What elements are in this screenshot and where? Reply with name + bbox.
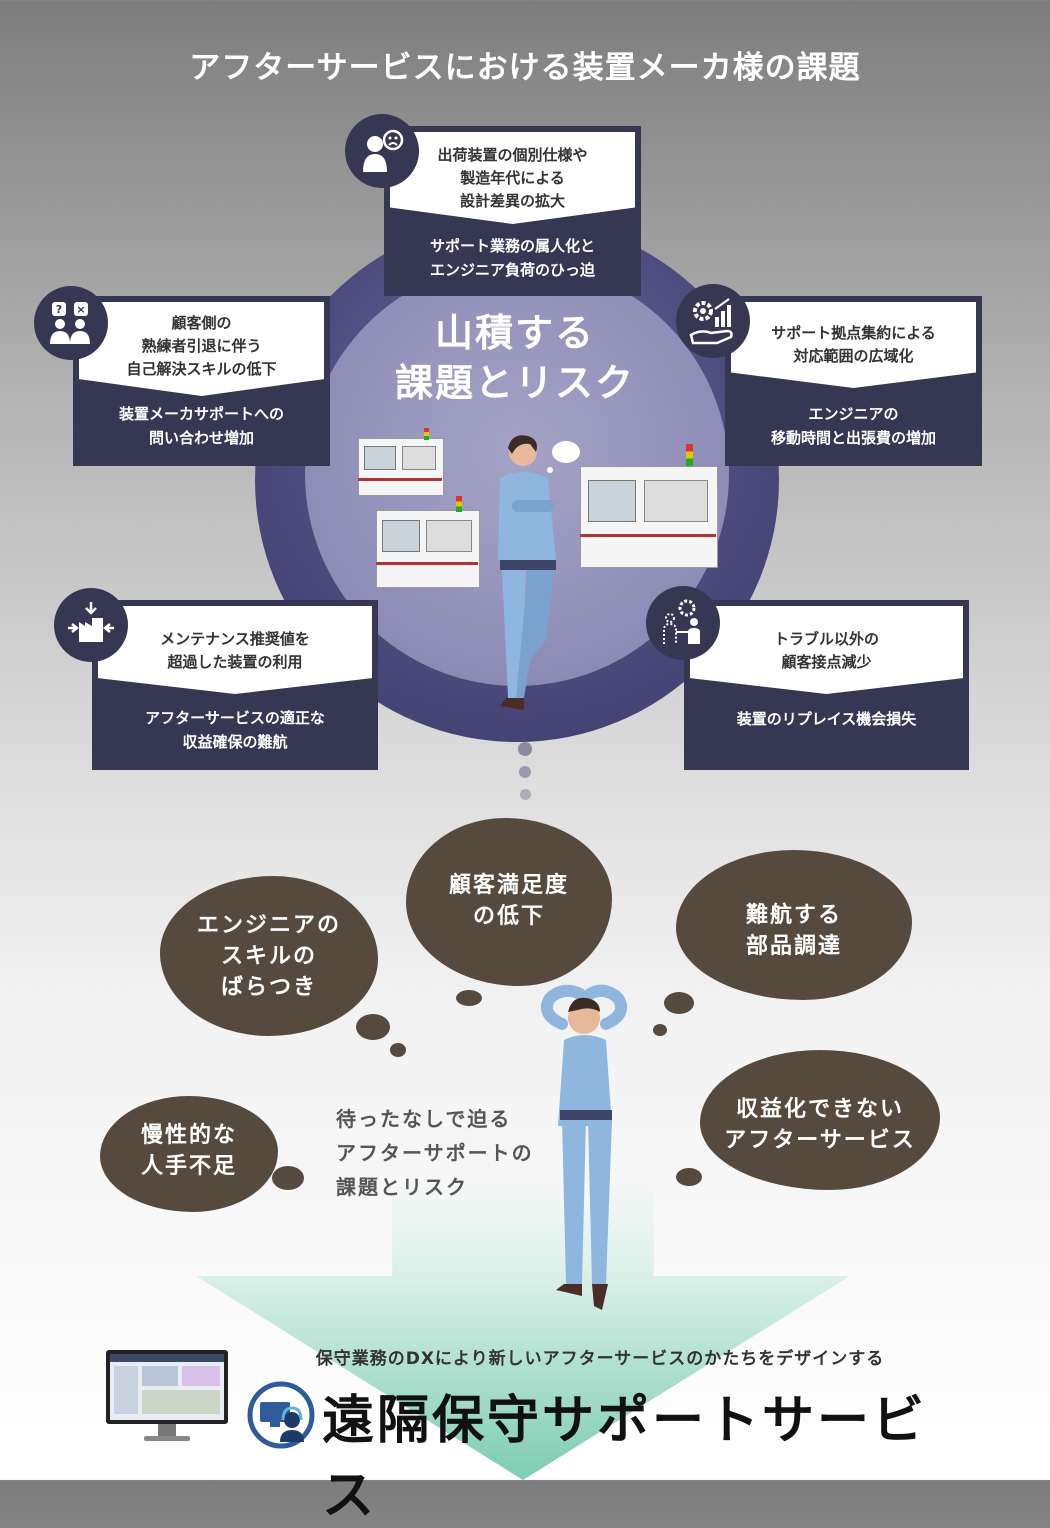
page-title: アフターサービスにおける装置メーカ様の課題 [189, 50, 861, 86]
bubble-tail-dot [664, 992, 694, 1014]
effect-line: エンジニア負荷のひっ迫 [429, 261, 595, 279]
issue-card-cause: 顧客側の 熟練者引退に伴う 自己解決スキルの低下 [79, 302, 324, 396]
effect-line: アフターサービスの適正な [145, 709, 325, 727]
bubble-line: アフターサービス [724, 1128, 916, 1153]
worried-engineer-icon [345, 114, 419, 188]
central-statement: 待ったなしで迫る アフターサポートの 課題とリスク [336, 1102, 566, 1204]
issue-card-wide-area: サポート拠点集約による 対応範囲の広域化 エンジニアの 移動時間と出張費の増加 [725, 296, 982, 466]
gear-growth-hand-icon [676, 284, 750, 358]
people-gear-icon [646, 586, 720, 660]
connector-dot [520, 789, 531, 800]
cause-line: 超過した装置の利用 [167, 653, 303, 671]
bubble-tail-dot [456, 990, 482, 1006]
issue-card-fewer-contacts: トラブル以外の 顧客接点減少 装置のリプレイス機会損失 [684, 600, 969, 770]
cause-line: 設計差異の拡大 [459, 192, 565, 210]
thought-bubble-parts-procurement: 難航する 部品調達 [676, 850, 912, 1000]
bubble-line: エンジニアの [196, 913, 341, 938]
issue-card-cause: トラブル以外の 顧客接点減少 [690, 606, 963, 694]
statement-line: 待ったなしで迫る [336, 1107, 512, 1131]
bubble-tail-dot [272, 1166, 304, 1190]
issue-card-effect: サポート業務の属人化と エンジニア負荷のひっ迫 [384, 234, 641, 282]
issue-card-effect: 装置メーカサポートへの 問い合わせ増加 [73, 402, 330, 450]
issue-card-effect: アフターサービスの適正な 収益確保の難航 [92, 706, 378, 754]
brand-name: 遠隔保守サポートサービス [322, 1391, 928, 1526]
cause-line: 顧客接点減少 [781, 653, 872, 671]
issue-card-effect: 装置のリプレイス機会損失 [684, 707, 969, 731]
svg-text:×: × [76, 303, 85, 316]
tagline: 保守業務のDXにより新しいアフターサービスのかたちをデザインする [315, 1349, 885, 1369]
statement-line: アフターサポートの [336, 1141, 534, 1165]
bubble-line: 顧客満足度 [448, 873, 569, 898]
issue-card-cause: メンテナンス推奨値を 超過した装置の利用 [98, 606, 372, 694]
dashboard-monitor-image [106, 1350, 230, 1442]
center-title: 山積する 課題とリスク [360, 308, 670, 408]
confused-people-icon: ?× [34, 286, 108, 360]
cause-line: 顧客側の [171, 314, 232, 332]
connector-dot [518, 742, 532, 756]
effect-line: サポート業務の属人化と [429, 237, 595, 255]
issue-card-cause: 出荷装置の個別仕様や 製造年代による 設計差異の拡大 [390, 132, 635, 224]
center-title-line2: 課題とリスク [394, 361, 635, 405]
bubble-line: 人手不足 [140, 1154, 237, 1179]
svg-text:?: ? [56, 303, 62, 316]
bubble-tail-dot [356, 1014, 390, 1040]
worried-engineer-illustration [541, 984, 627, 1310]
bubble-tail-dot [653, 1024, 667, 1036]
cause-line: 製造年代による [460, 169, 565, 187]
remote-support-logo-icon [247, 1381, 315, 1449]
machine-illustration-2 [376, 496, 480, 588]
cause-line: サポート拠点集約による [771, 324, 936, 342]
issue-card-effect: エンジニアの 移動時間と出張費の増加 [725, 402, 982, 450]
bubble-line: ばらつき [220, 975, 317, 1000]
thought-bubble-monetization: 収益化できない アフターサービス [700, 1050, 940, 1190]
bubble-tail-dot [390, 1043, 406, 1057]
cause-line: メンテナンス推奨値を [160, 630, 310, 648]
cause-line: 自己解決スキルの低下 [126, 360, 277, 378]
center-title-line1: 山積する [434, 311, 595, 355]
cause-line: トラブル以外の [773, 630, 879, 648]
thought-bubble-engineer-skill: エンジニアの スキルの ばらつき [160, 876, 378, 1036]
bubble-line: 慢性的な [140, 1123, 237, 1148]
cause-line: 対応範囲の広域化 [793, 347, 914, 365]
effect-line: 装置のリプレイス機会損失 [736, 710, 917, 728]
bubble-line: 収益化できない [735, 1097, 904, 1122]
thought-bubble-labor-shortage: 慢性的な 人手不足 [100, 1096, 278, 1212]
connector-dot [519, 766, 531, 778]
issue-card-overdue-maintenance: メンテナンス推奨値を 超過した装置の利用 アフターサービスの適正な 収益確保の難… [92, 600, 378, 770]
effect-line: エンジニアの [808, 405, 899, 423]
issue-card-design-variance: 出荷装置の個別仕様や 製造年代による 設計差異の拡大 サポート業務の属人化と エ… [384, 126, 641, 296]
bubble-line: 難航する [745, 903, 842, 928]
effect-line: 問い合わせ増加 [148, 429, 254, 447]
machine-illustration-3 [580, 444, 718, 568]
cause-line: 熟練者引退に伴う [141, 337, 262, 355]
bubble-line: スキルの [220, 944, 317, 969]
effect-line: 移動時間と出張費の増加 [770, 429, 936, 447]
issue-card-cause: サポート拠点集約による 対応範囲の広域化 [731, 302, 976, 388]
bubble-line: の低下 [472, 904, 545, 929]
thinking-engineer-illustration [498, 435, 580, 710]
cause-line: 出荷装置の個別仕様や [437, 146, 588, 164]
issue-card-customer-skill: 顧客側の 熟練者引退に伴う 自己解決スキルの低下 装置メーカサポートへの 問い合… [73, 296, 330, 466]
bubble-line: 部品調達 [745, 934, 842, 959]
factory-arrows-icon [54, 588, 128, 662]
effect-line: 収益確保の難航 [182, 733, 288, 751]
bubble-tail-dot [676, 1168, 702, 1186]
effect-line: 装置メーカサポートへの [118, 405, 284, 423]
statement-line: 課題とリスク [336, 1175, 468, 1199]
thought-bubble-satisfaction: 顧客満足度 の低下 [406, 818, 612, 986]
machine-illustration-1 [358, 428, 444, 496]
